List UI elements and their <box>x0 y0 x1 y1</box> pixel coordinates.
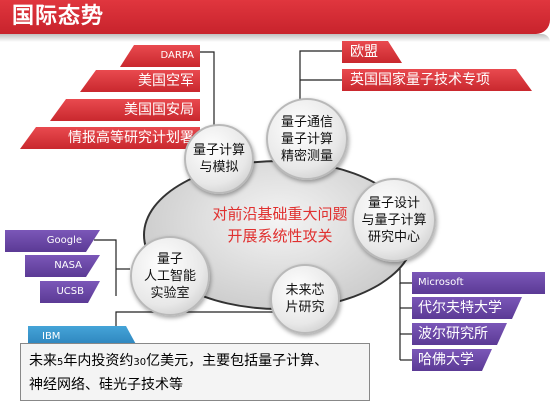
banner-nsa: 美国国安局 <box>50 99 200 121</box>
ibm-text-num1: 5 <box>57 357 64 368</box>
banner-microsoft: Microsoft <box>412 272 545 294</box>
node-quantum-ai-lab-label: 量子 人工智能 实验室 <box>143 251 196 301</box>
banner-us-air-force: 美国空军 <box>80 70 200 92</box>
center-text: 对前沿基础重大问题 开展系统性攻关 <box>160 203 400 247</box>
center-text-line1: 对前沿基础重大问题 <box>212 205 348 223</box>
node-quantum-comm: 量子通信 量子计算 精密测量 <box>266 98 348 180</box>
banner-darpa: DARPA <box>120 45 200 67</box>
banner-delft: 代尔夫特大学 <box>412 297 522 319</box>
banner-ucsb: UCSB <box>40 281 100 303</box>
banner-nasa: NASA <box>25 255 100 277</box>
node-future-chip-label: 未来芯 片研究 <box>285 283 325 315</box>
header-shadow <box>0 34 550 42</box>
ibm-text-pre: 未来 <box>29 353 57 369</box>
ibm-text-mid2: 亿美元，主要包括量子计算、 <box>146 353 329 369</box>
node-quantum-design-center: 量子设计 与量子计算 研究中心 <box>352 178 436 262</box>
node-future-chip: 未来芯 片研究 <box>270 264 340 334</box>
ibm-text-num2: 30 <box>133 357 147 368</box>
banner-eu: 欧盟 <box>342 41 402 63</box>
header-bar: 国际态势 <box>0 0 550 34</box>
banner-harvard: 哈佛大学 <box>412 349 492 371</box>
node-quantum-design-center-label: 量子设计 与量子计算 研究中心 <box>361 195 427 245</box>
banner-ibm: IBM <box>28 326 138 348</box>
ibm-info-line2: 神经网络、硅光子技术等 <box>29 377 183 393</box>
ibm-info-box: 未来5年内投资约30亿美元，主要包括量子计算、 神经网络、硅光子技术等 <box>20 343 370 401</box>
ibm-text-mid1: 年内投资约 <box>63 353 134 369</box>
center-text-line2: 开展系统性攻关 <box>227 227 333 245</box>
page-title: 国际态势 <box>12 4 105 29</box>
node-quantum-comm-label: 量子通信 量子计算 精密测量 <box>280 114 333 164</box>
banner-bohr: 波尔研究所 <box>412 323 507 345</box>
node-quantum-computing-sim-label: 量子计算 与模拟 <box>192 143 245 175</box>
node-quantum-computing-sim: 量子计算 与模拟 <box>184 124 254 194</box>
banner-iarpa: 情报高等研究计划署 <box>20 127 200 149</box>
node-quantum-ai-lab: 量子 人工智能 实验室 <box>130 236 210 316</box>
banner-uk-quantum: 英国国家量子技术专项 <box>342 69 532 91</box>
ibm-info-line1: 未来5年内投资约30亿美元，主要包括量子计算、 <box>29 350 361 374</box>
banner-google: Google <box>5 230 100 252</box>
